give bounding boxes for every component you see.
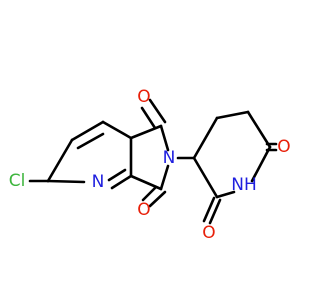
bond [250,145,272,183]
atom-nh: NH [231,175,257,195]
bond [101,120,133,140]
atom-oxygen-top: O [137,87,150,107]
bond [141,185,158,202]
bond [215,110,250,120]
atom-nitrogen-imide: N [163,148,176,168]
bonds [28,98,278,225]
bond [159,124,170,152]
bond [215,190,236,199]
bond [202,196,216,223]
bond [148,190,167,208]
bond [46,138,74,183]
bond [46,179,86,184]
atom-oxygen-bottom: O [137,200,150,220]
bond [70,120,105,142]
bond [110,174,133,190]
bond [159,164,170,191]
atom-nitrogen-pyridine: N [92,172,105,192]
atom-oxygen-right: O [277,137,290,157]
bond [140,106,157,130]
bond [192,156,219,199]
bond [76,132,105,150]
bond [107,168,127,182]
molecule-structure: Cl N N NH O O O O [9,87,291,243]
bond [148,98,167,124]
atom-labels: Cl N N NH O O O O [9,87,291,243]
atom-oxygen-lower: O [202,223,215,243]
bond [208,198,222,225]
bond [129,124,163,140]
bond [246,110,272,149]
bond [192,116,219,160]
atom-chlorine: Cl [9,171,26,191]
